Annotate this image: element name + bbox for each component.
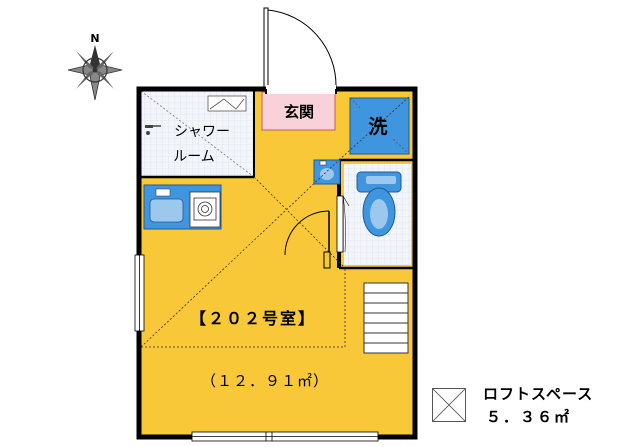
- loft-legend: ロフトスペース ５．３６㎡: [428, 383, 633, 435]
- sink-icon: [313, 159, 341, 185]
- entrance-area: [261, 91, 336, 131]
- interior-door: [284, 210, 331, 269]
- shower-head-icon: [145, 125, 161, 135]
- loft-legend-label: ロフトスペース: [483, 385, 594, 403]
- washer-tag: [360, 108, 394, 138]
- unit-area: （１２．９１㎡）: [201, 372, 329, 390]
- unit-label: 【２０２号室】: [190, 309, 316, 328]
- compass-north-label: N: [90, 32, 99, 45]
- shower-label-line1: シャワー: [174, 124, 230, 140]
- washer-label: 洗: [368, 115, 387, 138]
- shower-curtain-rail: [207, 95, 247, 112]
- left-window: [134, 254, 145, 332]
- entrance-label: 玄関: [284, 103, 314, 121]
- loft-legend-swatch: [432, 388, 466, 422]
- toilet-icon: [356, 171, 402, 237]
- compass-icon: [67, 45, 123, 101]
- loft-ladder: [363, 282, 409, 354]
- stove-icon: [189, 191, 221, 228]
- toilet-door: [336, 195, 346, 253]
- loft-legend-area: ５．３６㎡: [486, 408, 572, 426]
- shower-label-line2: ルーム: [173, 149, 215, 165]
- bottom-window: [191, 431, 379, 442]
- entrance-door: [263, 7, 337, 91]
